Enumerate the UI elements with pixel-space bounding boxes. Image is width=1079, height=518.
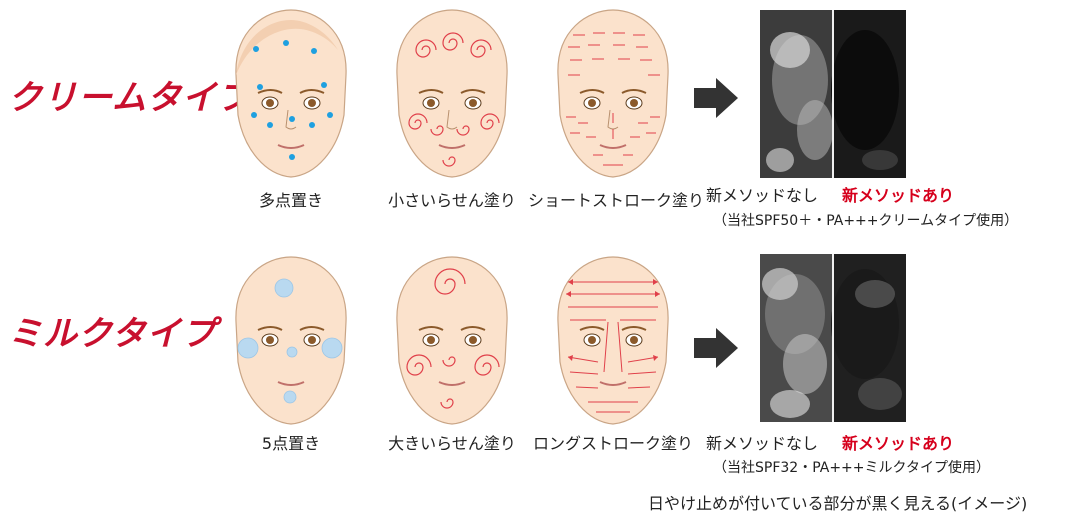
method-label-small-spiral: 小さいらせん塗り (388, 191, 516, 210)
product-note-milk: （当社SPF32・PA+++ミルクタイプ使用） (713, 460, 990, 476)
product-note-cream: （当社SPF50＋・PA+++クリームタイプ使用） (713, 213, 1019, 229)
method-label-short-stroke: ショートストローク塗り (528, 191, 705, 210)
face-multi-dot-illustration (226, 5, 356, 183)
milk-type-title: ミルクタイプ (8, 314, 217, 354)
right-arrow-icon (692, 326, 740, 370)
cream-type-title: クリームタイプ (8, 78, 252, 118)
method-label-big-spiral: 大きいらせん塗り (388, 434, 516, 453)
face-short-stroke-illustration (548, 5, 678, 183)
method-label-long-stroke: ロングストローク塗り (532, 434, 693, 453)
face-long-stroke-illustration (548, 252, 678, 430)
face-small-spiral-illustration (387, 5, 517, 183)
after-label-milk: 新メソッドあり (842, 434, 955, 453)
face-big-spiral-illustration (387, 252, 517, 430)
method-label-multi-dot: 多点置き (258, 191, 323, 210)
right-arrow-icon (692, 76, 740, 120)
uv-result-photo-milk (760, 254, 906, 422)
before-label-milk: 新メソッドなし (706, 434, 819, 453)
uv-result-photo-cream (760, 10, 906, 178)
face-five-point-illustration (226, 252, 356, 430)
before-label-cream: 新メソッドなし (706, 186, 819, 205)
footer-caption: 日やけ止めが付いている部分が黒く見える(イメージ) (648, 494, 1028, 513)
method-label-five-point: 5点置き (261, 434, 321, 453)
after-label-cream: 新メソッドあり (842, 186, 955, 205)
